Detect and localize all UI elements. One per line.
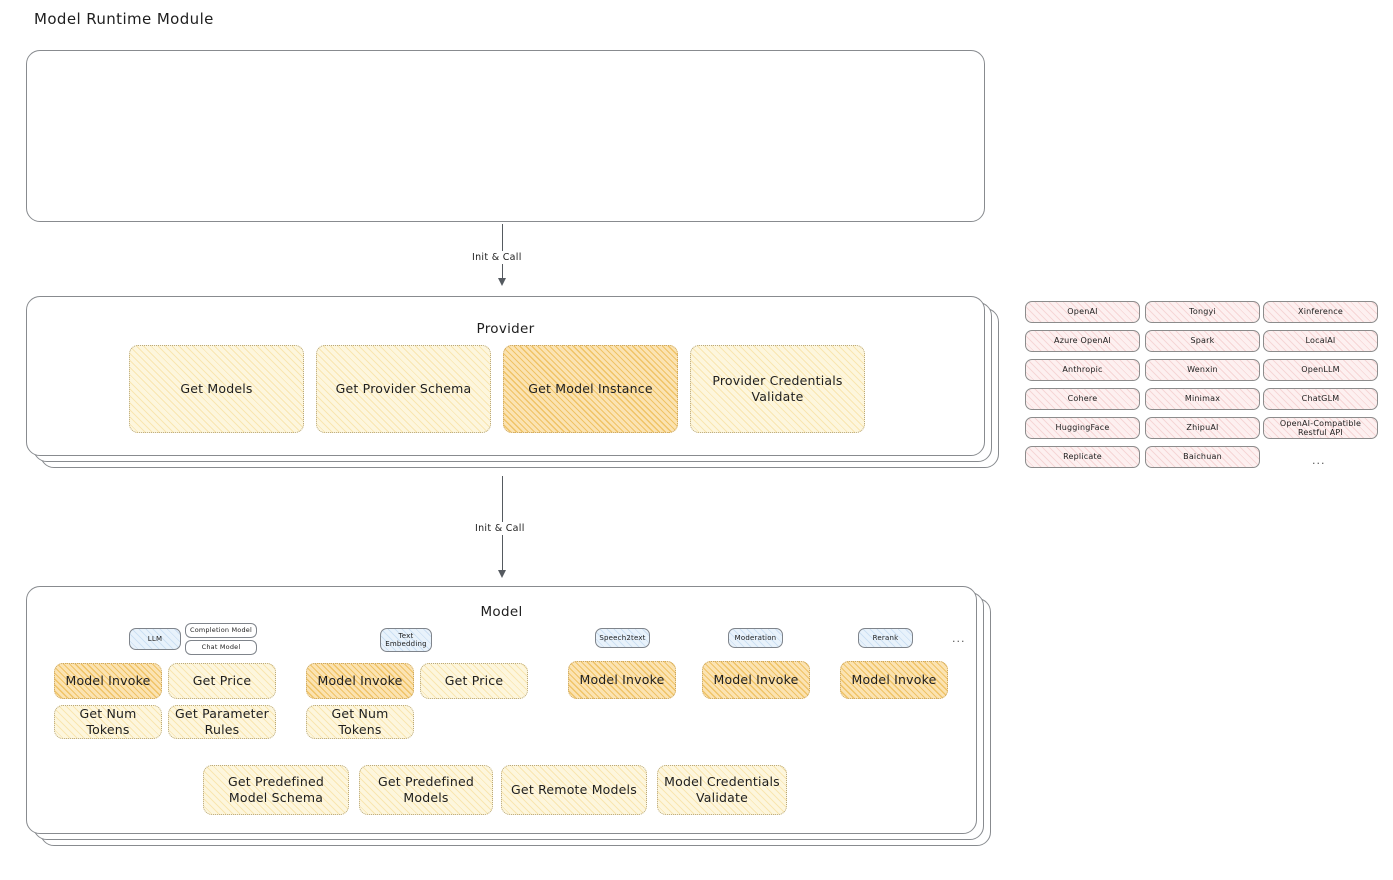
model-provider-factory-card bbox=[26, 50, 985, 222]
provider-chip-tongyi[interactable]: Tongyi bbox=[1145, 301, 1260, 323]
provider-node-provider-credentials-validate[interactable]: Provider Credentials Validate bbox=[690, 345, 865, 433]
provider-chip-chatglm[interactable]: ChatGLM bbox=[1263, 388, 1378, 410]
page-title: Model Runtime Module bbox=[34, 10, 214, 28]
provider-chip-zhipuai[interactable]: ZhipuAI bbox=[1145, 417, 1260, 439]
provider-chip-localai[interactable]: LocalAI bbox=[1263, 330, 1378, 352]
model-type-chip-moderation[interactable]: Moderation bbox=[728, 628, 783, 648]
model-types-more-ellipsis: ... bbox=[952, 632, 966, 645]
model-llm-node-get-price[interactable]: Get Price bbox=[168, 663, 276, 699]
provider-chip-baichuan[interactable]: Baichuan bbox=[1145, 446, 1260, 468]
model-subtype-chip-chat-model[interactable]: Chat Model bbox=[185, 640, 257, 655]
provider-chip-minimax[interactable]: Minimax bbox=[1145, 388, 1260, 410]
model-type-chip-llm[interactable]: LLM bbox=[129, 628, 181, 650]
model-type-chip-speech2text[interactable]: Speech2text bbox=[595, 628, 650, 648]
model-llm-node-model-invoke[interactable]: Model Invoke bbox=[54, 663, 162, 699]
model-type-chip-text-embedding[interactable]: Text Embedding bbox=[380, 628, 432, 652]
model-common-node-get-predefined-models[interactable]: Get Predefined Models bbox=[359, 765, 493, 815]
model-common-node-get-remote-models[interactable]: Get Remote Models bbox=[501, 765, 647, 815]
provider-chip-xinference[interactable]: Xinference bbox=[1263, 301, 1378, 323]
provider-chip-openai-compatible-restful-api[interactable]: OpenAI-Compatible Restful API bbox=[1263, 417, 1378, 439]
model-text-embedding-node-get-num-tokens[interactable]: Get Num Tokens bbox=[306, 705, 414, 739]
provider-chip-cohere[interactable]: Cohere bbox=[1025, 388, 1140, 410]
model-text-embedding-node-model-invoke[interactable]: Model Invoke bbox=[306, 663, 414, 699]
arrow-factory-to-provider-head bbox=[498, 278, 506, 286]
model-text-embedding-node-get-price[interactable]: Get Price bbox=[420, 663, 528, 699]
provider-chip-azure-openai[interactable]: Azure OpenAI bbox=[1025, 330, 1140, 352]
provider-chip-openai[interactable]: OpenAI bbox=[1025, 301, 1140, 323]
provider-chip-huggingface[interactable]: HuggingFace bbox=[1025, 417, 1140, 439]
provider-list-more-ellipsis: ... bbox=[1312, 454, 1326, 467]
provider-chip-replicate[interactable]: Replicate bbox=[1025, 446, 1140, 468]
model-common-node-model-credentials-validate[interactable]: Model Credentials Validate bbox=[657, 765, 787, 815]
model-llm-node-get-num-tokens[interactable]: Get Num Tokens bbox=[54, 705, 162, 739]
model-subtype-chip-completion-model[interactable]: Completion Model bbox=[185, 623, 257, 638]
provider-chip-spark[interactable]: Spark bbox=[1145, 330, 1260, 352]
provider-node-get-models[interactable]: Get Models bbox=[129, 345, 304, 433]
provider-title: Provider bbox=[476, 321, 535, 337]
model-speech2text-node-model-invoke[interactable]: Model Invoke bbox=[568, 661, 676, 699]
model-rerank-node-model-invoke[interactable]: Model Invoke bbox=[840, 661, 948, 699]
model-llm-node-get-parameter-rules[interactable]: Get Parameter Rules bbox=[168, 705, 276, 739]
provider-node-get-model-instance[interactable]: Get Model Instance bbox=[503, 345, 678, 433]
provider-chip-wenxin[interactable]: Wenxin bbox=[1145, 359, 1260, 381]
arrow-factory-to-provider-label: Init & Call bbox=[468, 251, 526, 264]
model-common-node-get-predefined-model-schema[interactable]: Get Predefined Model Schema bbox=[203, 765, 349, 815]
model-type-chip-rerank[interactable]: Rerank bbox=[858, 628, 913, 648]
arrow-provider-to-model-head bbox=[498, 570, 506, 578]
provider-chip-openllm[interactable]: OpenLLM bbox=[1263, 359, 1378, 381]
provider-chip-anthropic[interactable]: Anthropic bbox=[1025, 359, 1140, 381]
provider-node-get-provider-schema[interactable]: Get Provider Schema bbox=[316, 345, 491, 433]
model-moderation-node-model-invoke[interactable]: Model Invoke bbox=[702, 661, 810, 699]
model-title: Model bbox=[480, 604, 523, 620]
arrow-provider-to-model-label: Init & Call bbox=[471, 522, 529, 535]
